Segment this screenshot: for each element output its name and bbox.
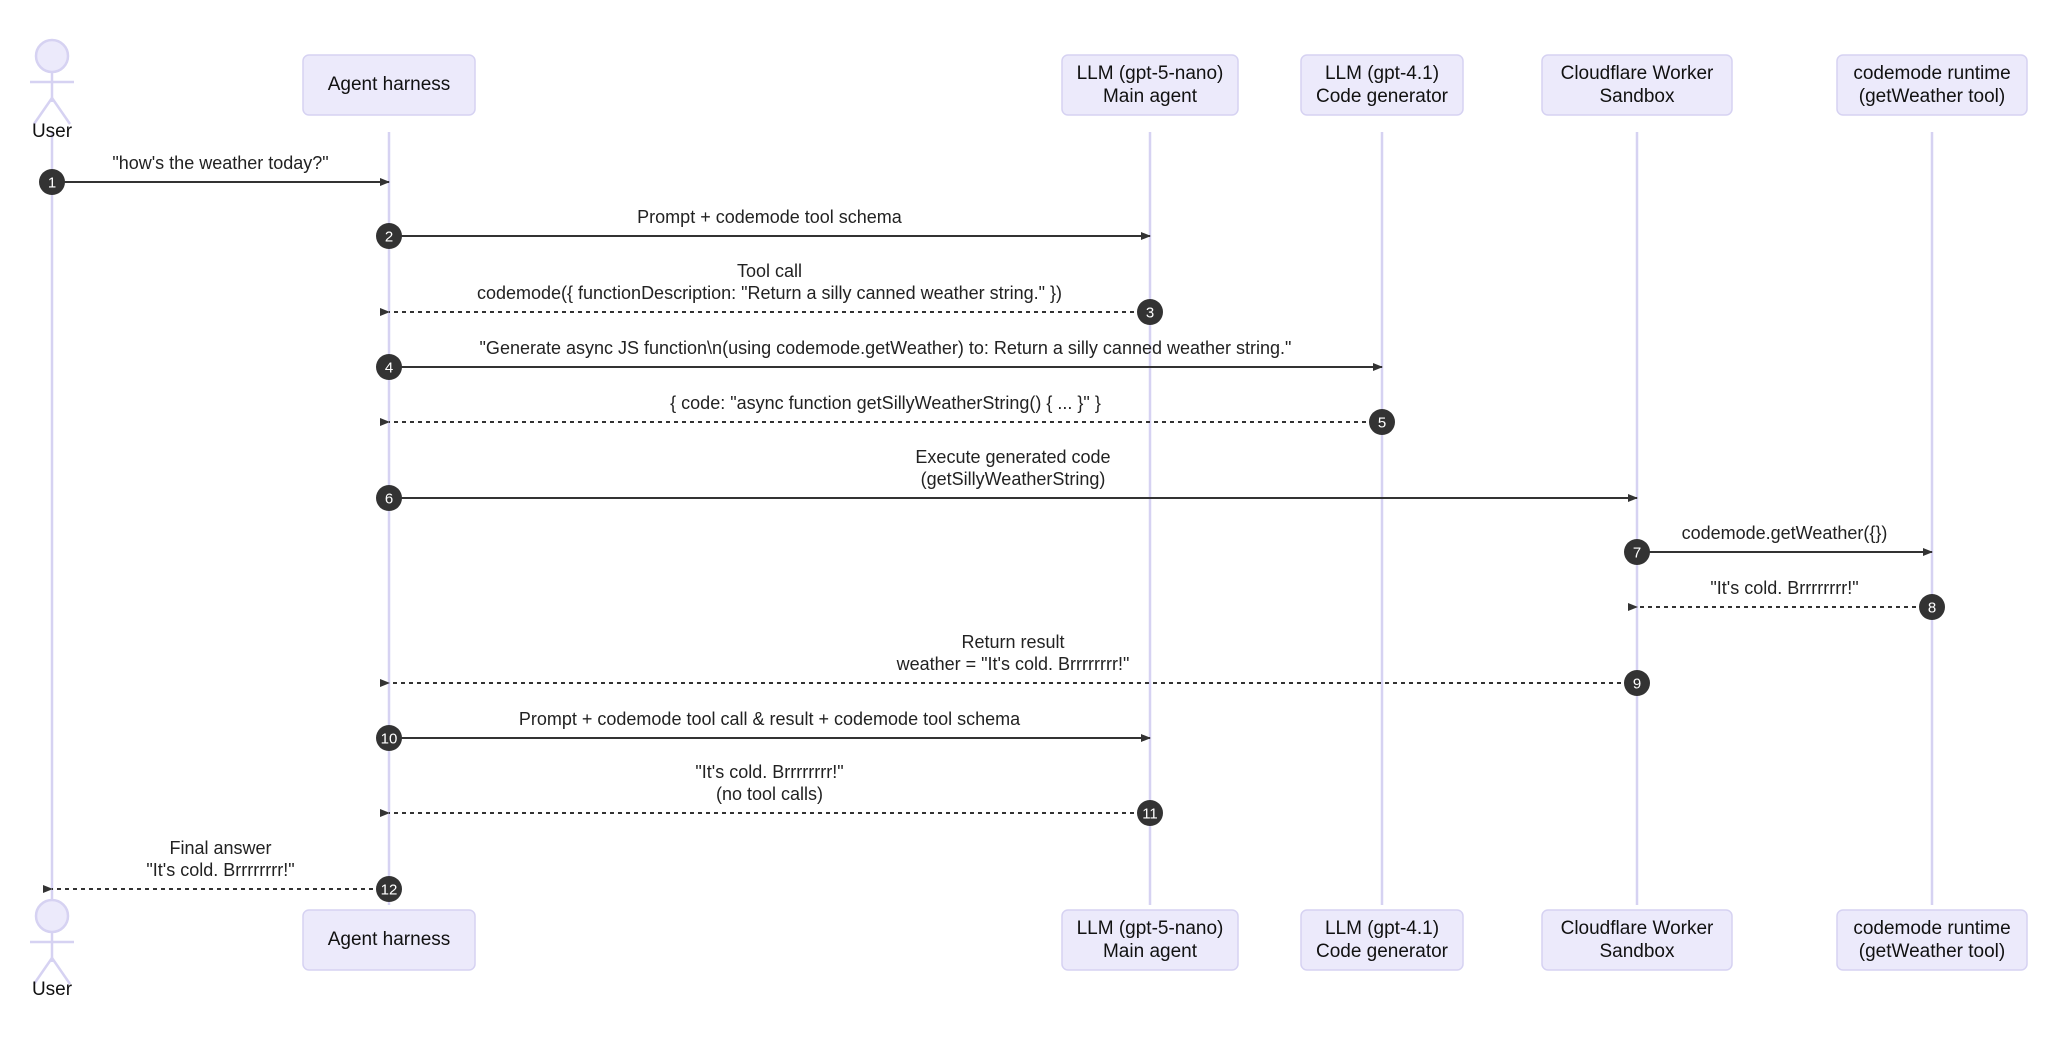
participant-label-sandbox-bottom-line1: Cloudflare Worker bbox=[1561, 918, 1714, 939]
sequence-badge-label-9: 9 bbox=[1633, 676, 1641, 693]
message-label-12-1: Final answer bbox=[169, 838, 271, 858]
message-6[interactable]: Execute generated code(getSillyWeatherSt… bbox=[376, 447, 1638, 511]
message-label-6-1: Execute generated code bbox=[915, 447, 1110, 467]
participant-box-sandbox-top[interactable] bbox=[1541, 54, 1733, 116]
sequence-badge-label-10: 10 bbox=[381, 731, 398, 748]
actor-leg-left-icon bbox=[32, 97, 54, 125]
message-2[interactable]: Prompt + codemode tool schema 2 bbox=[376, 207, 1151, 249]
actor-leg-right-icon bbox=[50, 97, 72, 125]
participant-label-sandbox-top-line1: Cloudflare Worker bbox=[1561, 63, 1714, 84]
sequence-badge-10 bbox=[376, 725, 402, 751]
actor-head-icon bbox=[34, 38, 70, 74]
sequence-badge-label-12: 12 bbox=[381, 882, 398, 899]
actor-head-icon bbox=[34, 898, 70, 934]
message-7[interactable]: codemode.getWeather({}) 7 bbox=[1624, 523, 1933, 565]
participant-box-main_agent-top[interactable] bbox=[1061, 54, 1239, 116]
participant-label-user-bottom: User bbox=[32, 979, 73, 1000]
message-4[interactable]: "Generate async JS function\n(using code… bbox=[376, 338, 1383, 380]
participant-box-runtime-top[interactable] bbox=[1836, 54, 2028, 116]
participant-label-user-top: User bbox=[32, 121, 73, 142]
message-label-6-2: (getSillyWeatherString) bbox=[921, 469, 1106, 489]
participant-label-code_gen-bottom-line2: Code generator bbox=[1316, 941, 1449, 962]
participant-label-main_agent-top-line1: LLM (gpt-5-nano) bbox=[1077, 63, 1224, 84]
participant-box-runtime-bottom[interactable] bbox=[1836, 909, 2028, 971]
participant-box-sandbox-bottom[interactable] bbox=[1541, 909, 1733, 971]
participant-label-harness-bottom: Agent harness bbox=[328, 929, 451, 950]
message-label-1-1: "how's the weather today?" bbox=[112, 153, 328, 173]
sequence-badge-label-6: 6 bbox=[385, 491, 393, 508]
actor-leg-left-icon bbox=[32, 957, 54, 985]
message-12[interactable]: Final answer"It's cold. Brrrrrrrr!" 12 bbox=[43, 838, 402, 902]
sequence-badge-label-1: 1 bbox=[48, 175, 56, 192]
message-label-10-1: Prompt + codemode tool call & result + c… bbox=[519, 709, 1021, 729]
message-label-3-2: codemode({ functionDescription: "Return … bbox=[477, 283, 1062, 303]
participant-label-runtime-top-line1: codemode runtime bbox=[1853, 63, 2010, 84]
participant-box-main_agent-bottom[interactable] bbox=[1061, 909, 1239, 971]
sequence-badge-label-7: 7 bbox=[1633, 545, 1641, 562]
lifelines-group bbox=[50, 132, 1934, 905]
message-label-12-2: "It's cold. Brrrrrrrr!" bbox=[146, 860, 294, 880]
message-label-9-2: weather = "It's cold. Brrrrrrrr!" bbox=[896, 654, 1130, 674]
sequence-badge-label-4: 4 bbox=[385, 360, 393, 377]
actor-leg-right-icon bbox=[50, 957, 72, 985]
participant-label-runtime-top-line2: (getWeather tool) bbox=[1859, 86, 2005, 107]
participant-label-code_gen-top-line2: Code generator bbox=[1316, 86, 1449, 107]
message-label-7-1: codemode.getWeather({}) bbox=[1682, 523, 1888, 543]
participant-box-harness-top[interactable] bbox=[302, 54, 476, 116]
message-10[interactable]: Prompt + codemode tool call & result + c… bbox=[376, 709, 1151, 751]
message-label-11-2: (no tool calls) bbox=[716, 784, 823, 804]
sequence-badge-1 bbox=[39, 169, 65, 195]
sequence-badge-label-11: 11 bbox=[1142, 806, 1158, 823]
message-5[interactable]: { code: "async function getSillyWeatherS… bbox=[380, 393, 1395, 435]
sequence-badge-8 bbox=[1919, 594, 1945, 620]
participant-label-code_gen-top-line1: LLM (gpt-4.1) bbox=[1325, 63, 1439, 84]
message-label-9-1: Return result bbox=[961, 632, 1064, 652]
sequence-badge-label-2: 2 bbox=[385, 229, 393, 246]
sequence-badge-4 bbox=[376, 354, 402, 380]
message-label-5-1: { code: "async function getSillyWeatherS… bbox=[670, 393, 1101, 413]
sequence-badge-2 bbox=[376, 223, 402, 249]
sequence-badge-6 bbox=[376, 485, 402, 511]
message-label-3-1: Tool call bbox=[737, 261, 802, 281]
sequence-badge-9 bbox=[1624, 670, 1650, 696]
message-11[interactable]: "It's cold. Brrrrrrrr!"(no tool calls) 11 bbox=[380, 762, 1163, 826]
participant-runtime[interactable]: codemode runtime(getWeather tool)codemod… bbox=[1836, 54, 2028, 971]
message-label-11-1: "It's cold. Brrrrrrrr!" bbox=[695, 762, 843, 782]
message-1[interactable]: "how's the weather today?" 1 bbox=[39, 153, 390, 195]
participant-label-main_agent-top-line2: Main agent bbox=[1103, 86, 1198, 107]
sequence-badge-label-8: 8 bbox=[1928, 600, 1936, 617]
message-label-8-1: "It's cold. Brrrrrrrr!" bbox=[1710, 578, 1858, 598]
participant-box-code_gen-bottom[interactable] bbox=[1300, 909, 1464, 971]
sequence-badge-5 bbox=[1369, 409, 1395, 435]
message-8[interactable]: "It's cold. Brrrrrrrr!" 8 bbox=[1628, 578, 1945, 620]
sequence-badge-7 bbox=[1624, 539, 1650, 565]
participant-label-harness-top: Agent harness bbox=[328, 74, 451, 95]
message-label-2-1: Prompt + codemode tool schema bbox=[637, 207, 903, 227]
message-label-4-1: "Generate async JS function\n(using code… bbox=[480, 338, 1292, 358]
participant-label-sandbox-bottom-line2: Sandbox bbox=[1599, 941, 1675, 962]
sequence-badge-11 bbox=[1137, 800, 1163, 826]
sequence-badge-label-3: 3 bbox=[1146, 305, 1154, 322]
participant-label-runtime-bottom-line2: (getWeather tool) bbox=[1859, 941, 2005, 962]
participant-box-harness-bottom[interactable] bbox=[302, 909, 476, 971]
sequence-badge-label-5: 5 bbox=[1378, 415, 1386, 432]
participant-label-main_agent-bottom-line2: Main agent bbox=[1103, 941, 1198, 962]
participant-label-runtime-bottom-line1: codemode runtime bbox=[1853, 918, 2010, 939]
sequence-badge-3 bbox=[1137, 299, 1163, 325]
participant-label-code_gen-bottom-line1: LLM (gpt-4.1) bbox=[1325, 918, 1439, 939]
participant-label-sandbox-top-line2: Sandbox bbox=[1599, 86, 1675, 107]
sequence-badge-12 bbox=[376, 876, 402, 902]
participant-box-code_gen-top[interactable] bbox=[1300, 54, 1464, 116]
participant-label-main_agent-bottom-line1: LLM (gpt-5-nano) bbox=[1077, 918, 1224, 939]
